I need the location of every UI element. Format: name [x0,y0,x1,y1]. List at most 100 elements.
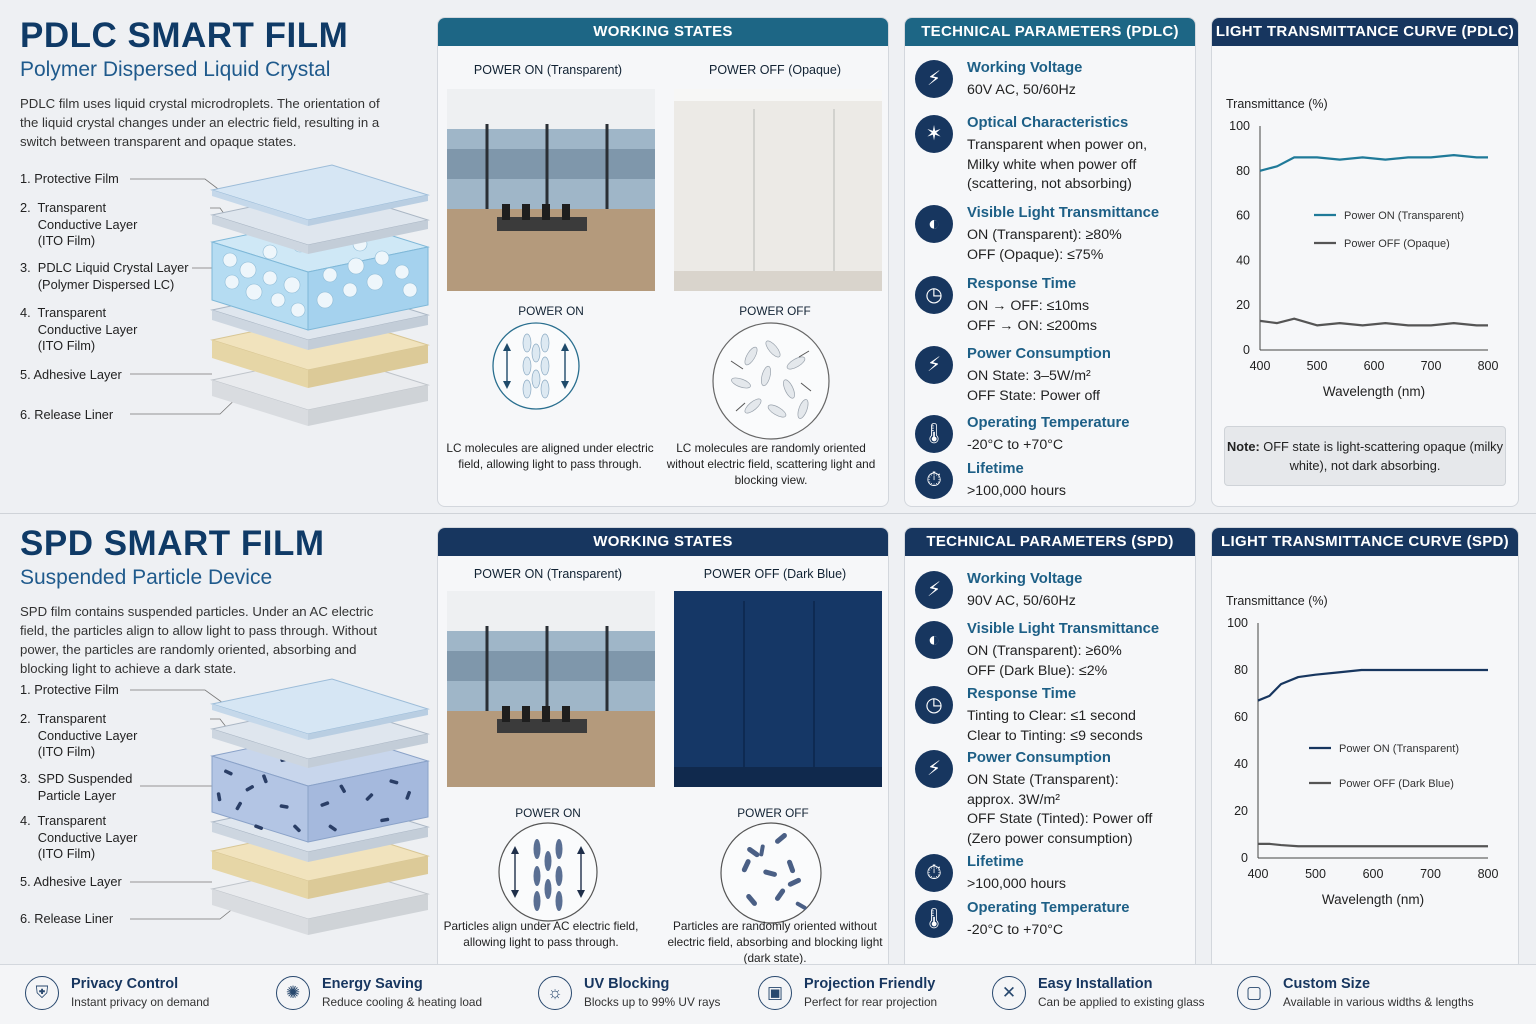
page-subtitle: Suspended Particle Device [20,566,273,589]
layer-label: 5. Adhesive Layer [20,367,122,382]
power-off-small-label: POWER OFF [737,806,809,820]
thermometer-icon: 🌡 [915,900,953,938]
power-on-small-label: POWER ON [515,806,581,820]
on-caption: LC molecules are aligned under electric … [446,441,654,471]
parameter-value: -20°C to +70°C [967,437,1064,453]
shield-icon: ⛨ [25,976,59,1010]
feature-title: Easy Installation [1038,976,1153,992]
feature-subtitle: Perfect for rear projection [804,995,938,1009]
office-photo-opaque [674,89,882,291]
stopwatch-icon: ◷ [915,686,953,724]
parameter-value: 90V AC, 50/60Hz [967,593,1076,609]
on-caption: Particles align under AC electric field,… [443,919,639,949]
parameter-value: Transparent when power on, Milky white w… [967,137,1148,192]
x-axis-label: Wavelength (nm) [1323,384,1425,399]
parameter-title: Operating Temperature [967,900,1130,916]
y-tick-label: 40 [1234,757,1248,771]
parameter-value: Tinting to Clear: ≤1 second Clear to Tin… [967,708,1143,744]
note-text: OFF state is light-scattering opaque (mi… [1259,439,1503,473]
x-tick-label: 800 [1478,867,1499,881]
series-line [1259,317,1488,327]
feature-subtitle: Can be applied to existing glass [1038,995,1205,1009]
tools-icon: ✕ [992,976,1026,1010]
lightning-icon: ⚡ [915,750,953,788]
card-header: TECHNICAL PARAMETERS (SPD) [905,528,1195,556]
layer-label: 6. Release Liner [20,407,114,422]
state-label-on: POWER ON (Transparent) [443,63,653,77]
transmittance-icon: ◐ [915,205,953,243]
spd-layer-stack-diagram [130,678,430,935]
feature-subtitle: Reduce cooling & heating load [322,995,483,1009]
x-tick-label: 400 [1248,867,1269,881]
transmittance-curve-card: LIGHT TRANSMITTANCE CURVE (PDLC) Transmi… [1211,17,1519,507]
transmittance-curve-card: LIGHT TRANSMITTANCE CURVE (SPD) Transmit… [1211,527,1519,971]
note-label: Note: [1227,439,1260,454]
series-line [1258,842,1488,848]
card-header: WORKING STATES [438,528,888,556]
y-axis-label: Transmittance (%) [1226,97,1328,111]
section-divider [0,513,1536,514]
state-off-text: POWER OFF [709,63,785,77]
state-off-paren: (Opaque) [788,63,841,77]
legend-label: Power OFF (Dark Blue) [1339,778,1454,790]
feature-title: Energy Saving [322,976,423,992]
office-photo-dark [674,591,882,787]
feature-title: Privacy Control [71,976,179,992]
technical-parameters-card: TECHNICAL PARAMETERS (SPD) ⚡Working Volt… [904,527,1196,971]
optics-icon: ✶ [915,115,953,153]
x-axis-label: Wavelength (nm) [1322,892,1424,907]
card-header: TECHNICAL PARAMETERS (PDLC) [905,18,1195,46]
x-tick-label: 500 [1307,359,1328,373]
technical-parameters-card: TECHNICAL PARAMETERS (PDLC) ⚡Working Vol… [904,17,1196,507]
parameter-title: Lifetime [967,461,1024,477]
state-label-on: POWER ON (Transparent) [443,567,653,581]
power-off-small-label: POWER OFF [739,304,811,318]
state-label-off: POWER OFF (Opaque) [670,63,880,77]
stopwatch-icon: ◷ [915,276,953,314]
off-caption: LC molecules are randomly oriented witho… [666,441,876,487]
layer-label: 6. Release Liner [20,911,114,926]
layer-label: 2. Transparent Conductive Layer (ITO Fil… [20,711,138,759]
feature-subtitle: Instant privacy on demand [71,995,210,1009]
x-tick-label: 600 [1364,359,1385,373]
random-particles-diagram [720,822,822,924]
y-tick-label: 0 [1241,851,1248,865]
layer-label: 2. Transparent Conductive Layer (ITO Fil… [20,200,138,248]
projector-icon: ▣ [758,976,792,1010]
working-states-card: WORKING STATES POWER ON (Transparent) PO… [437,17,889,507]
layer-label: 4. Transparent Conductive Layer (ITO Fil… [20,305,138,353]
parameter-title: Operating Temperature [967,415,1130,431]
parameter-title: Response Time [967,686,1077,702]
lifetime-icon: ⏱ [915,461,953,499]
parameter-title: Working Voltage [967,60,1083,76]
layer-label: 3. SPD Suspended Particle Layer [20,771,133,803]
description: SPD film contains suspended particles. U… [20,604,377,676]
spd-section: SPD SMART FILM Suspended Particle Device… [0,514,1536,971]
state-on-text: POWER ON [473,567,544,581]
parameter-title: Visible Light Transmittance [967,205,1160,221]
parameter-title: Optical Characteristics [967,115,1129,131]
random-molecules-diagram [712,322,830,440]
lifetime-icon: ⏱ [915,854,953,892]
parameter-value: >100,000 hours [967,876,1067,892]
off-caption: Particles are randomly oriented without … [667,919,883,965]
feature-title: Projection Friendly [804,976,936,992]
working-states-card: WORKING STATES POWER ON (Transparent) PO… [437,527,889,971]
parameter-value: ON State: 3–5W/m² OFF State: Power off [967,368,1100,404]
feature-subtitle: Blocks up to 99% UV rays [584,995,721,1009]
office-photo-transparent [447,591,655,787]
layer-label: 1. Protective Film [20,171,119,186]
thermometer-icon: 🌡 [915,415,953,453]
parameter-title: Visible Light Transmittance [967,621,1160,637]
parameter-title: Response Time [967,276,1077,292]
parameter-value: ON State (Transparent): approx. 3W/m² OF… [967,772,1153,847]
feature-subtitle: Available in various widths & lengths [1283,995,1474,1009]
y-tick-label: 100 [1227,616,1248,630]
state-off-text: POWER OFF [703,567,780,581]
resize-icon: ▢ [1237,976,1271,1010]
feature-title: UV Blocking [584,976,670,992]
parameter-title: Lifetime [967,854,1024,870]
y-tick-label: 0 [1243,343,1250,357]
